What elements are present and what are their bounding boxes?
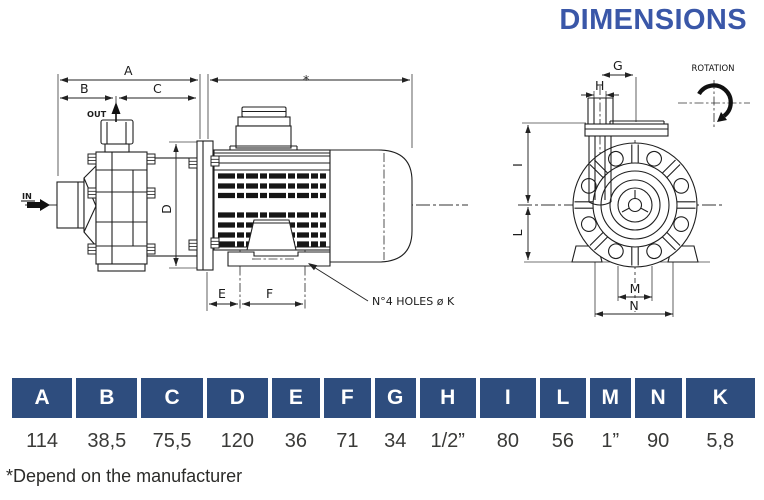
dim-label-i: I — [510, 163, 525, 167]
rotation-arc — [697, 83, 733, 118]
table-header-K: K — [685, 378, 755, 418]
table-value-N: 90 — [647, 430, 670, 452]
dim-label-a: A — [124, 63, 133, 78]
table-value-A: 114 — [26, 430, 59, 452]
table-header-G: G — [374, 378, 416, 418]
dimension-table-values: 114 38,5 75,5 120 36 71 34 1/2” 80 56 1”… — [12, 430, 755, 453]
in-label: IN — [22, 191, 32, 201]
table-value-G: 34 — [384, 430, 407, 452]
table-value-L: 56 — [551, 430, 574, 452]
dim-label-h: H — [595, 78, 604, 93]
technical-drawings: IN OUT A * B C D E F — [21, 58, 750, 317]
dim-label-asterisk: * — [303, 72, 309, 87]
table-value-H: 1/2” — [430, 430, 465, 452]
table-header-M: M — [589, 378, 631, 418]
dim-label-d: D — [159, 204, 174, 214]
rotation-label: ROTATION — [691, 64, 734, 74]
motor-foot — [227, 251, 331, 267]
dim-label-n: N — [629, 298, 638, 313]
motor-flange-plate — [196, 140, 214, 271]
table-header-I: I — [479, 378, 536, 418]
rotation-symbol: ROTATION — [678, 64, 750, 128]
motor-end-bell — [329, 149, 413, 263]
terminal-box — [229, 106, 298, 151]
dim-label-b: B — [80, 81, 89, 96]
table-header-B: B — [76, 378, 138, 418]
table-value-F: 71 — [336, 430, 359, 452]
holes-note: N°4 HOLES ø K — [372, 295, 455, 308]
table-header-L: L — [539, 378, 586, 418]
table-header-E: E — [271, 378, 320, 418]
pump-flange-front — [572, 142, 698, 268]
rotation-arrowhead — [717, 112, 727, 122]
table-value-B: 38,5 — [87, 430, 127, 452]
out-flow-arrow — [111, 102, 121, 114]
dim-label-e: E — [218, 286, 226, 301]
table-value-I: 80 — [496, 430, 519, 452]
outlet-port — [100, 119, 134, 145]
table-value-E: 36 — [284, 430, 308, 452]
table-header-H: H — [419, 378, 476, 418]
dim-label-g: G — [613, 58, 623, 73]
front-view-dimensions: G H I L M N — [510, 58, 673, 317]
shaft-hole — [627, 197, 643, 213]
table-value-M: 1” — [601, 430, 620, 452]
footnote: *Depend on the manufacturer — [6, 466, 243, 486]
in-flow-arrow — [27, 199, 50, 211]
pump-front-view: G H I L M N ROTATION — [510, 58, 750, 317]
motor-side-view — [213, 106, 413, 267]
side-view-dimensions: A * B C D E F N°4 HOLES ø K — [60, 63, 455, 308]
dim-label-f: F — [266, 286, 273, 301]
table-header-D: D — [206, 378, 268, 418]
pump-side-view: IN OUT A * B C D E F — [21, 63, 468, 311]
table-value-D: 120 — [220, 430, 254, 452]
table-header-N: N — [634, 378, 682, 418]
discharge-port-front — [584, 97, 669, 206]
table-value-K: 5,8 — [706, 430, 735, 452]
dimension-table-header: A B C D E F G H I L M N K — [12, 378, 755, 418]
table-header-C: C — [141, 378, 203, 418]
page-title: DIMENSIONS — [559, 4, 747, 36]
out-label: OUT — [87, 109, 107, 119]
leader-arrowhead — [308, 263, 318, 271]
dim-label-m: M — [630, 281, 641, 296]
table-header-F: F — [323, 378, 371, 418]
dim-label-c: C — [153, 81, 162, 96]
dim-label-l: L — [510, 229, 525, 236]
table-header-A: A — [12, 378, 73, 418]
table-value-C: 75,5 — [152, 430, 192, 452]
